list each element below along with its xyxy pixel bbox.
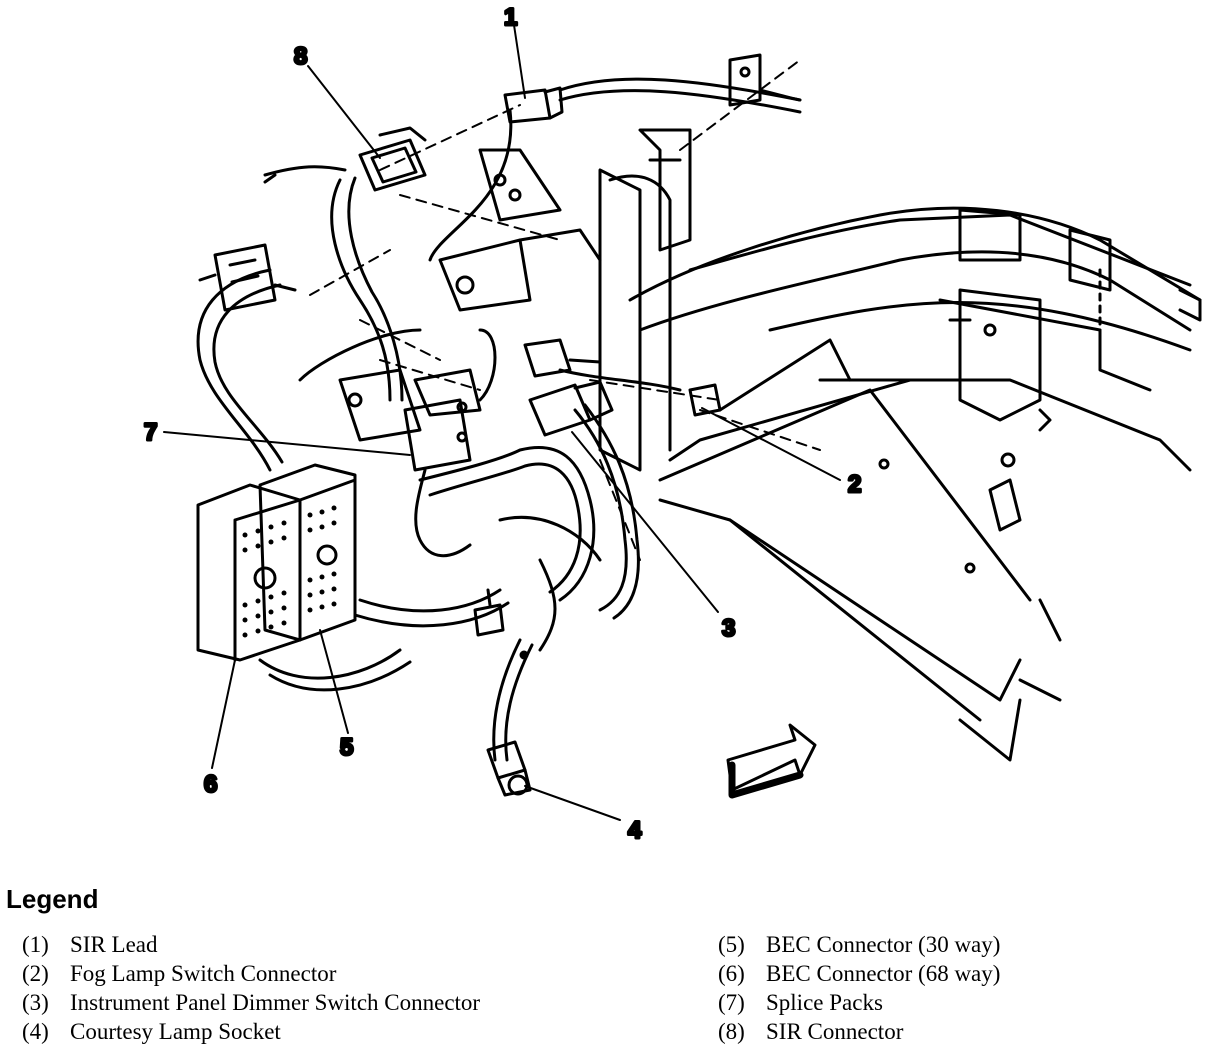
legend-item-label: SIR Connector (766, 1019, 904, 1044)
fog-lamp-switch-connector (523, 338, 722, 417)
legend-item: (4) Courtesy Lamp Socket (22, 1017, 480, 1046)
legend-item: (2) Fog Lamp Switch Connector (22, 959, 480, 988)
legend-item-label: BEC Connector (30 way) (766, 932, 1001, 957)
callout-leaders (163, 24, 841, 821)
left-harness (196, 176, 602, 692)
legend-item-number: (8) (718, 1019, 745, 1044)
callout-2: 2 (848, 471, 861, 498)
callout-5: 5 (340, 734, 353, 761)
forward-arrow-icon (726, 723, 817, 799)
callout-3: 3 (722, 615, 735, 642)
legend-item: (1) SIR Lead (22, 930, 480, 959)
legend-item-label: SIR Lead (70, 932, 158, 957)
dimmer-switch-connector (528, 380, 614, 437)
wiring-harness-diagram: 1 8 7 2 3 5 6 4 (143, 3, 1202, 846)
legend-item-number: (3) (22, 990, 49, 1015)
legend-item-number: (1) (22, 932, 49, 957)
center-bracket (438, 128, 692, 472)
alignment-lines (309, 59, 821, 561)
legend-item-label: Instrument Panel Dimmer Switch Connector (70, 990, 481, 1015)
sir-connector (263, 126, 427, 192)
callout-4: 4 (628, 817, 642, 844)
callout-7: 7 (144, 419, 157, 446)
instrument-panel-carrier (658, 213, 1192, 762)
legend-item-number: (6) (718, 961, 745, 986)
legend-item-label: Courtesy Lamp Socket (70, 1019, 281, 1044)
legend-list-right: (5) BEC Connector (30 way) (6) BEC Connect… (718, 930, 1000, 1046)
callout-6: 6 (204, 771, 217, 798)
legend-item: (5) BEC Connector (30 way) (718, 930, 1000, 959)
legend-item: (6) BEC Connector (68 way) (718, 959, 1000, 988)
callout-1: 1 (504, 4, 517, 31)
legend-item: (8) SIR Connector (718, 1017, 1000, 1046)
left-harness-plug (198, 243, 297, 312)
legend-item: (7) Splice Packs (718, 988, 1000, 1017)
legend-item-number: (4) (22, 1019, 49, 1044)
legend-item-number: (7) (718, 990, 745, 1015)
splice-pack (338, 368, 482, 558)
legend-title: Legend (6, 884, 99, 914)
legend-item-number: (2) (22, 961, 49, 986)
legend-item-number: (5) (718, 932, 745, 957)
harness-branches (428, 77, 802, 762)
main-harness-right (628, 206, 1202, 342)
sir-lead-connector (503, 53, 802, 124)
legend-item-label: Fog Lamp Switch Connector (70, 961, 337, 986)
bec-connector-68-way (196, 483, 302, 662)
legend-item-label: Splice Packs (766, 990, 883, 1015)
callout-8: 8 (294, 43, 307, 70)
legend-item: (3) Instrument Panel Dimmer Switch Connec… (22, 988, 480, 1017)
harness-small-plug (473, 588, 505, 637)
legend-item-label: BEC Connector (68 way) (766, 961, 1001, 986)
legend-list-left: (1) SIR Lead (2) Fog Lamp Switch Connector… (22, 930, 480, 1046)
courtesy-lamp-socket (486, 650, 532, 797)
